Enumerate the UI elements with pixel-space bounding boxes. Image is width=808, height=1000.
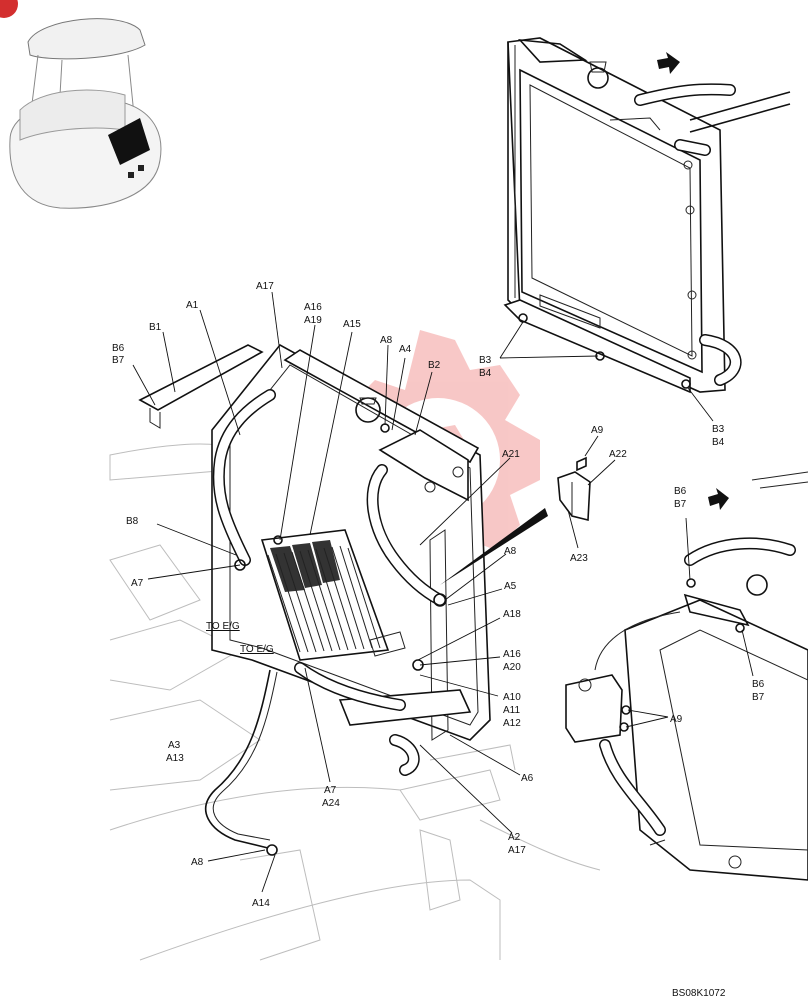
part-labels: A1 A17 A16 A19 A15 A8 A4 B1 B6 B7 B2 B8 … [112, 281, 765, 999]
label-a21: A21 [502, 449, 520, 460]
label-to-eg-1: TO E/G [206, 621, 240, 632]
label-b6-left: B6 [112, 343, 125, 354]
label-b1: B1 [149, 322, 162, 333]
label-b6-right-bottom: B6 [752, 679, 765, 690]
label-a20: A20 [503, 662, 521, 673]
label-a9-top: A9 [591, 425, 604, 436]
label-a17-bottom: A17 [508, 845, 526, 856]
label-a24: A24 [322, 798, 340, 809]
label-b6-right-top: B6 [674, 486, 687, 497]
label-b2: B2 [428, 360, 441, 371]
label-b8: B8 [126, 516, 139, 527]
label-to-eg-2: TO E/G [240, 644, 274, 655]
label-a14: A14 [252, 898, 270, 909]
label-a10: A10 [503, 692, 521, 703]
label-a4: A4 [399, 344, 412, 355]
label-a22: A22 [609, 449, 627, 460]
label-a16-top: A16 [304, 302, 322, 313]
label-a23: A23 [570, 553, 588, 564]
detail-pointer-wedge [440, 508, 548, 585]
label-a3: A3 [168, 740, 181, 751]
label-b3-right: B3 [712, 424, 725, 435]
radiator-bottom-right [565, 471, 808, 881]
label-a11: A11 [503, 705, 520, 716]
label-a16-mid: A16 [503, 649, 521, 660]
label-b7-right-bottom: B7 [752, 692, 765, 703]
label-a1: A1 [186, 300, 199, 311]
label-a5: A5 [504, 581, 517, 592]
label-a13: A13 [166, 753, 184, 764]
label-a7-left: A7 [131, 578, 144, 589]
label-a2: A2 [508, 832, 521, 843]
view-direction-arrow [657, 52, 680, 74]
label-a7-bottom: A7 [324, 785, 337, 796]
label-a8-top: A8 [380, 335, 393, 346]
label-b3-mid: B3 [479, 355, 492, 366]
label-b4-mid: B4 [479, 368, 492, 379]
label-b4-right: B4 [712, 437, 725, 448]
background-base-frame [109, 443, 601, 961]
label-a8-bottom: A8 [191, 857, 204, 868]
radiator-main-assembly [138, 343, 491, 856]
label-b7-right-top: B7 [674, 499, 687, 510]
detail-bracket-a22 [557, 456, 591, 522]
label-a12: A12 [503, 718, 521, 729]
label-a19: A19 [304, 315, 322, 326]
label-a6: A6 [521, 773, 534, 784]
label-a9-right: A9 [670, 714, 683, 725]
corner-badge [0, 0, 18, 18]
label-a17-top: A17 [256, 281, 274, 292]
label-b7-left: B7 [112, 355, 125, 366]
label-a8-mid: A8 [504, 546, 517, 557]
label-a15: A15 [343, 319, 361, 330]
leader-lines [132, 291, 754, 893]
view-direction-arrow [708, 488, 729, 510]
label-a18: A18 [503, 609, 521, 620]
radiator-top-right [503, 37, 791, 394]
machine-locator-thumbnail [9, 18, 162, 209]
drawing-id: BS08K1072 [672, 988, 726, 999]
